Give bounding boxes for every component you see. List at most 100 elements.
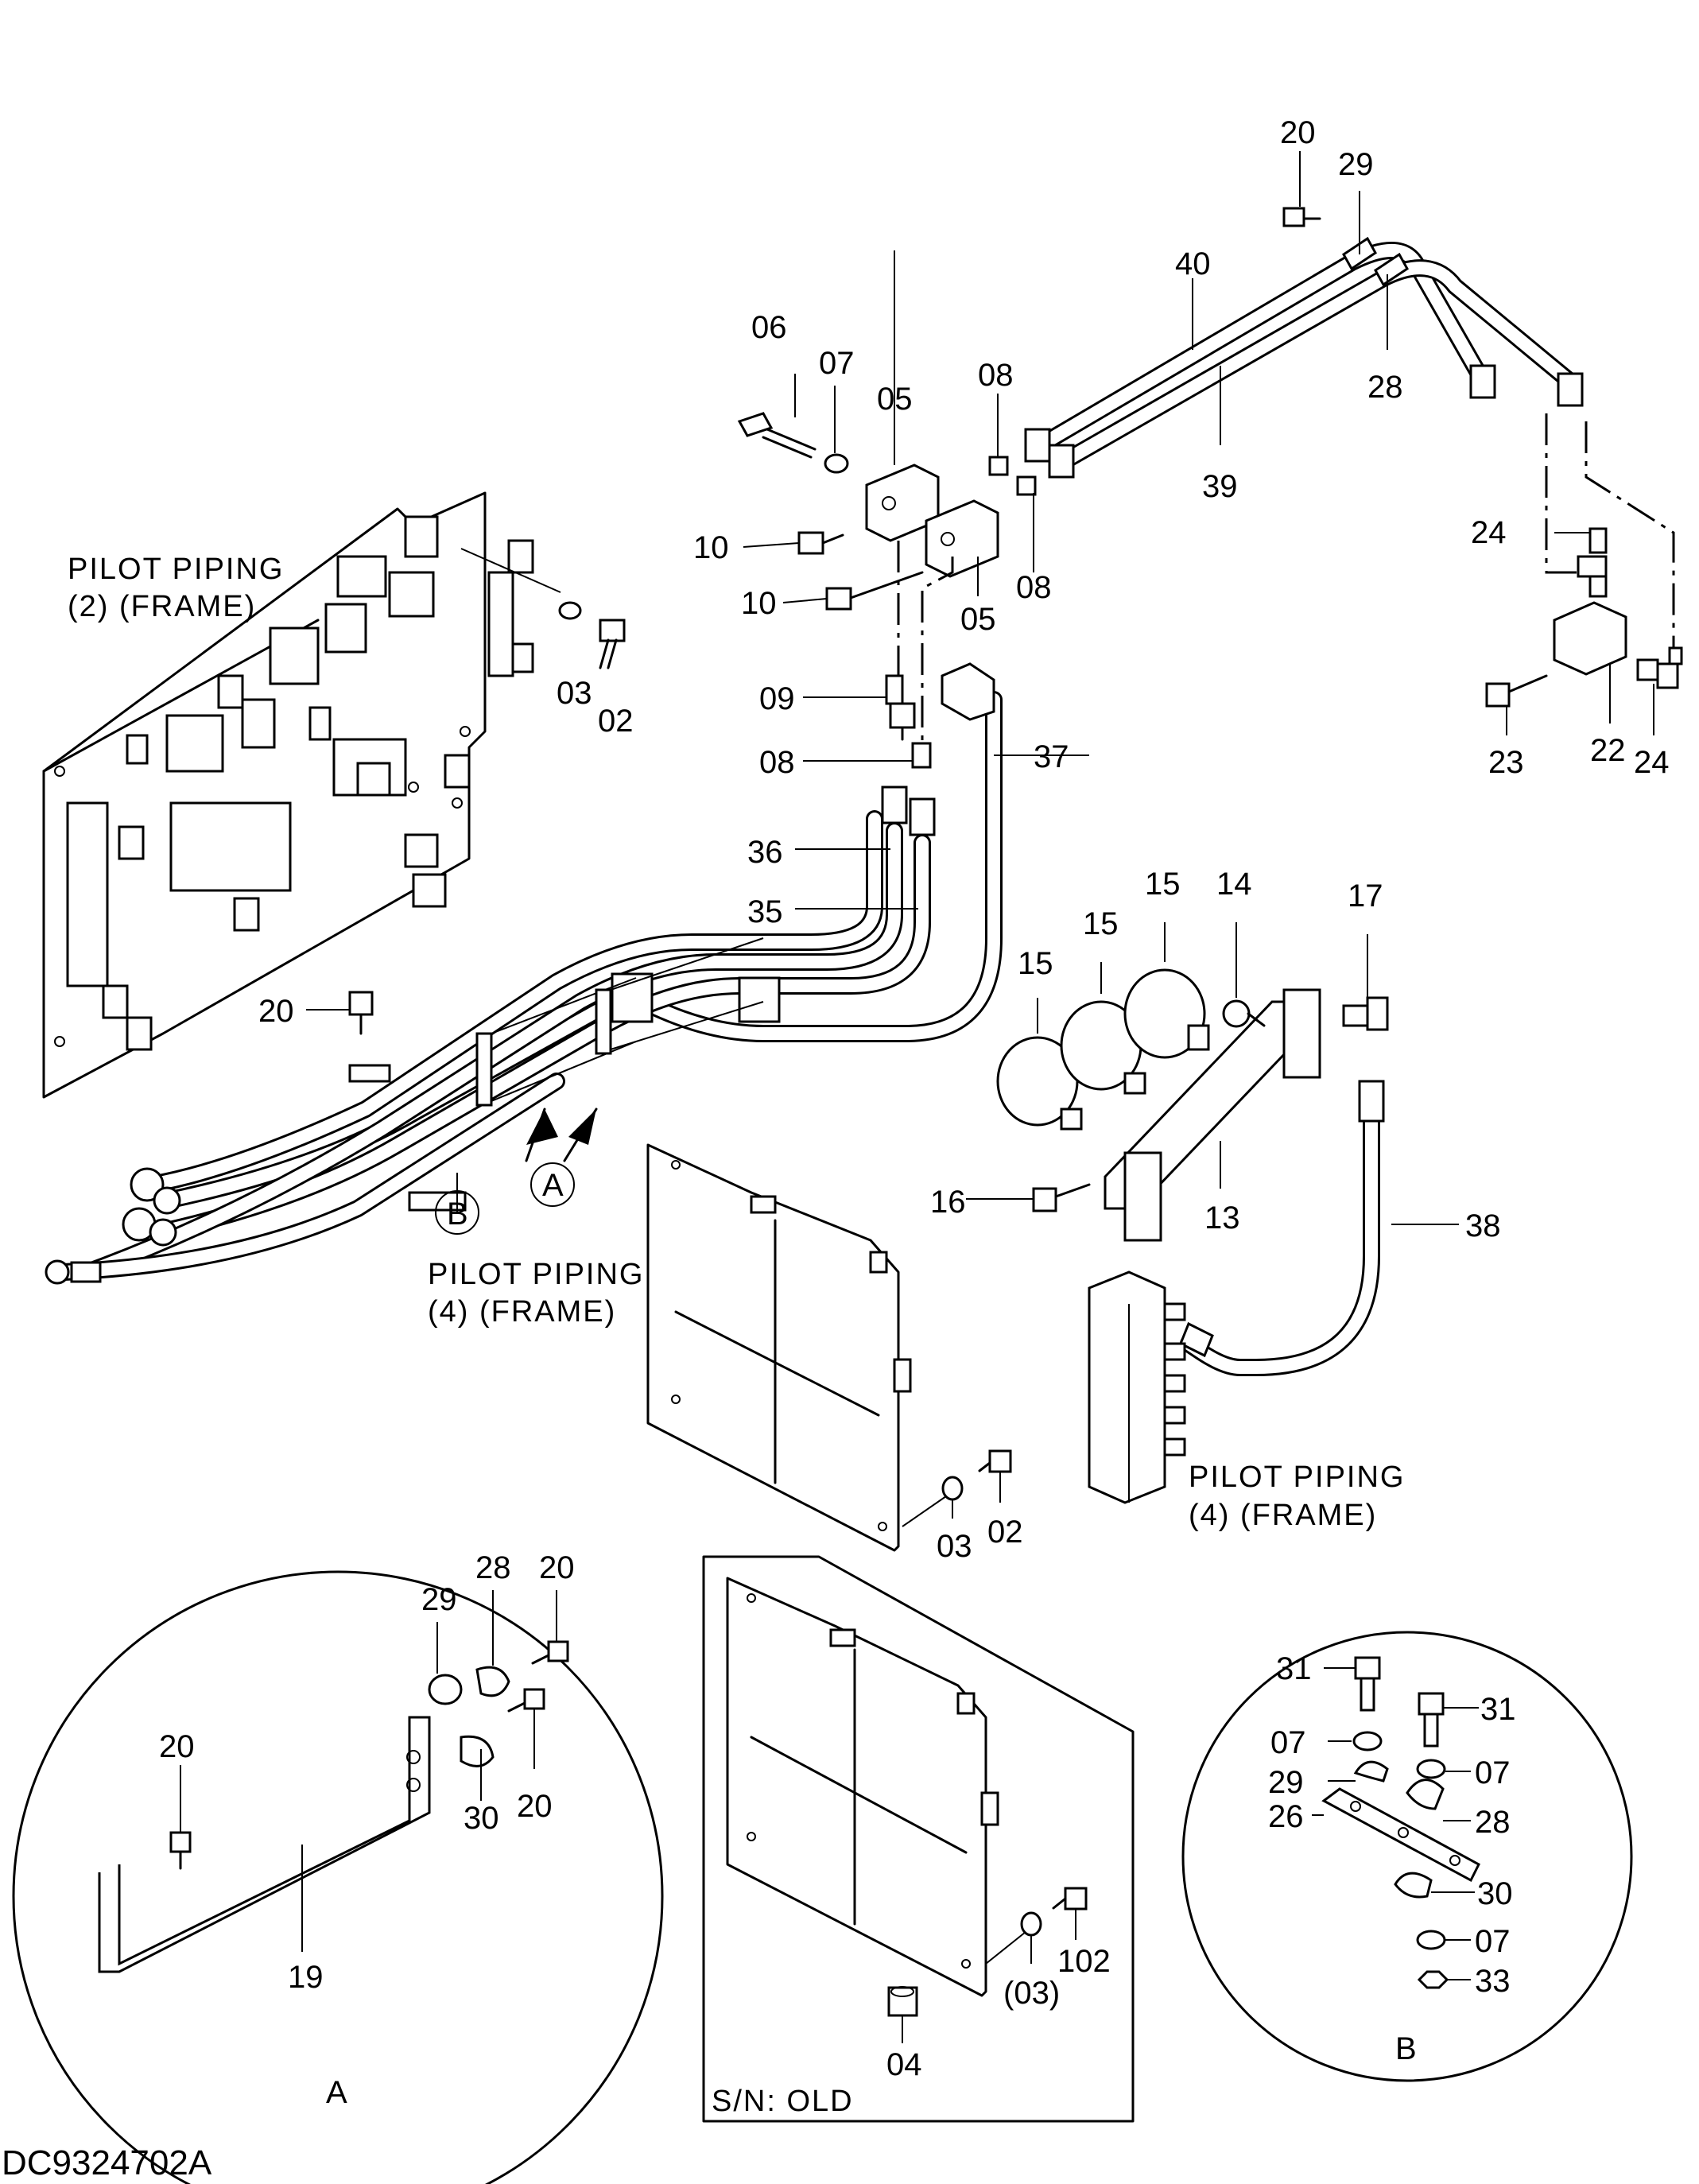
label-pilot-piping-2-line2: (2) (FRAME) <box>68 590 256 623</box>
sn-old-label: S/N: OLD <box>712 2085 854 2118</box>
part-02-left: 02 <box>598 704 634 739</box>
part-10-a: 10 <box>693 530 729 565</box>
part-06: 06 <box>751 310 787 345</box>
bolt-02-left <box>599 619 626 669</box>
callout-a: A <box>542 1168 564 1203</box>
part-14: 14 <box>1216 867 1252 902</box>
detail-b-part-31-right: 31 <box>1480 1692 1516 1727</box>
part-23: 23 <box>1488 745 1524 780</box>
detail-a-part-19: 19 <box>288 1960 324 1995</box>
part-05-top: 05 <box>877 382 913 417</box>
part-39: 39 <box>1202 469 1238 504</box>
part-07-top: 07 <box>819 346 855 381</box>
sn-old-box <box>702 1555 1135 2123</box>
clamp-30-a <box>460 1735 495 1767</box>
part-20-top: 20 <box>1280 115 1316 150</box>
bracket-19 <box>98 1716 431 1973</box>
detail-b-part-28: 28 <box>1475 1805 1511 1840</box>
elbow-17 <box>1342 996 1389 1031</box>
label-pilot-piping-4-center-line2: (4) (FRAME) <box>428 1295 616 1329</box>
frame-plate-center <box>646 1143 912 1552</box>
detail-b-washer-07-a <box>1352 1731 1383 1751</box>
label-pilot-piping-4-center-line1: PILOT PIPING <box>428 1258 644 1291</box>
detail-a-part-29: 29 <box>421 1582 457 1617</box>
part-03-center: 03 <box>937 1529 972 1564</box>
hose-bundle <box>45 662 1003 1285</box>
bracket-13 <box>1104 988 1321 1242</box>
part-24-bot: 24 <box>1634 745 1670 780</box>
clamp-28-a <box>475 1666 510 1697</box>
part-29-top: 29 <box>1338 147 1374 182</box>
part-02-center: 02 <box>987 1515 1023 1550</box>
bolt-20-mid <box>348 991 374 1035</box>
detail-b-clamp-29 <box>1353 1760 1389 1783</box>
detail-b-part-07-b: 07 <box>1475 1755 1511 1790</box>
detail-b-clamp-30 <box>1394 1872 1433 1899</box>
detail-b-clamp-28 <box>1406 1779 1445 1810</box>
part-24-top: 24 <box>1471 515 1507 550</box>
bolt-16 <box>1032 1183 1091 1212</box>
bolt-23 <box>1485 674 1548 708</box>
fitting-08-mid <box>1016 475 1037 496</box>
bolt-10-a <box>797 531 844 555</box>
part-38: 38 <box>1465 1208 1501 1243</box>
part-37: 37 <box>1034 739 1069 774</box>
part-15-c: 15 <box>1145 867 1181 902</box>
block-22 <box>1553 601 1627 676</box>
fitting-09 <box>885 674 916 741</box>
part-40: 40 <box>1175 246 1211 281</box>
washer-03-sn-old <box>1020 1911 1042 1937</box>
detail-b-part-07-a: 07 <box>1270 1725 1306 1760</box>
diagram-code: DC9324702A <box>2 2143 212 2182</box>
callout-circle-b <box>435 1190 479 1235</box>
part-08-top: 08 <box>978 358 1014 393</box>
part-22: 22 <box>1590 733 1626 768</box>
clamp-29-a <box>428 1674 463 1705</box>
bolts-20-a <box>169 1640 569 1870</box>
detail-b-part-31-left: 31 <box>1276 1651 1312 1686</box>
clamp-plate-a1 <box>475 977 637 1107</box>
bolt-102 <box>1052 1887 1088 1911</box>
fitting-08-low <box>911 742 932 769</box>
clamp-plate-a2 <box>595 937 764 1055</box>
detail-b-part-26: 26 <box>1268 1799 1304 1834</box>
detail-b-part-30: 30 <box>1477 1876 1513 1911</box>
detail-b-label: B <box>1395 2031 1417 2066</box>
fitting-24-top <box>1577 527 1608 598</box>
detail-b-washer-07-b <box>1416 1759 1446 1779</box>
detail-b-bolt-31-left <box>1354 1656 1381 1712</box>
hose-38 <box>1179 1080 1385 1376</box>
washer-03-left <box>558 601 582 620</box>
fitting-24-bot <box>1636 646 1683 689</box>
part-35: 35 <box>747 894 783 929</box>
part-36: 36 <box>747 835 783 870</box>
label-pilot-piping-4-right-line1: PILOT PIPING <box>1189 1461 1405 1494</box>
part-05-mid: 05 <box>960 602 996 637</box>
detail-a-label: A <box>326 2075 347 2110</box>
bolt-14 <box>1222 999 1266 1028</box>
valve-block <box>1088 1270 1186 1504</box>
hoses-39-40 <box>1024 236 1584 479</box>
part-09: 09 <box>759 681 795 716</box>
callout-b: B <box>447 1197 468 1232</box>
fitting-08-top <box>988 456 1009 476</box>
sn-old-part-03: (03) <box>1003 1976 1060 2011</box>
part-28-top: 28 <box>1367 370 1403 405</box>
part-10-b: 10 <box>741 586 777 621</box>
part-08-low: 08 <box>759 745 795 780</box>
label-pilot-piping-4-right-line2: (4) (FRAME) <box>1189 1499 1377 1532</box>
detail-b-washer-07-c <box>1416 1930 1446 1950</box>
part-13: 13 <box>1204 1201 1240 1236</box>
detail-a-part-28: 28 <box>475 1550 511 1585</box>
bolt-06 <box>737 412 817 459</box>
detail-b-part-07-c: 07 <box>1475 1924 1511 1959</box>
detail-b-part-33: 33 <box>1475 1964 1511 1999</box>
callout-circle-a <box>530 1162 575 1207</box>
part-15-a: 15 <box>1018 946 1053 981</box>
detail-b-nut-33 <box>1417 1970 1449 1989</box>
detail-b-circle <box>1181 1631 1633 2082</box>
detail-b-part-29: 29 <box>1268 1765 1304 1800</box>
sn-old-part-102: 102 <box>1057 1944 1111 1979</box>
sn-old-part-04: 04 <box>886 2047 922 2082</box>
